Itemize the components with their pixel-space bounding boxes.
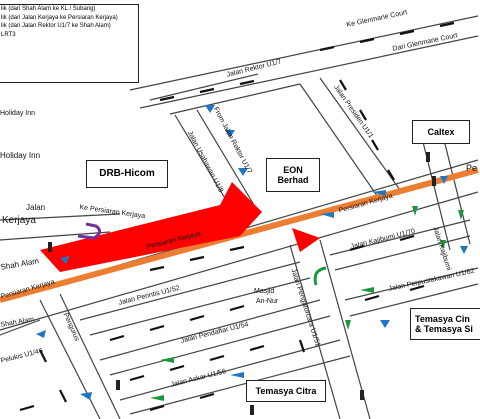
legend-item: lik (dari Shah Alam ke KL / Subang) — [1, 6, 96, 12]
road-label-pe: Pe — [466, 163, 478, 173]
building-eon-line1: EON — [283, 164, 303, 175]
legend-item: lik (dari Jalan Rektor U1/7 ke Shah Alam… — [1, 23, 111, 29]
building-eon-line2: Berhad — [277, 175, 309, 185]
legend-item: lik (dari Jalan Kerjaya ke Persiaran Ker… — [1, 14, 118, 21]
building-temasya-cinema-line2: & Temasya Si — [415, 324, 473, 334]
purple-uturn-arrow — [77, 222, 101, 240]
legend-item: LRT3 — [1, 31, 16, 38]
blue-arrows — [36, 105, 468, 400]
building-temasya-citra: Temasya Citra — [246, 380, 326, 402]
building-eon: EON Berhad — [266, 158, 320, 192]
label-masjid-line1: Masjid — [254, 288, 275, 295]
red-arrow-right — [292, 228, 320, 252]
building-temasya-cinema-line1: Temasya Cin — [415, 313, 470, 324]
road-label-holiday-inn-2: Holiday Inn — [0, 151, 41, 160]
legend: lik (dari Shah Alam ke KL / Subang) lik … — [0, 4, 139, 83]
red-closure-area — [40, 182, 262, 272]
building-caltex: Caltex — [412, 120, 470, 144]
building-temasya-cinema: Temasya Cin & Temasya Si — [410, 308, 480, 340]
road-label-kerjaya: Kerjaya — [2, 215, 36, 226]
road-label-holiday-inn: Holiday Inn — [0, 110, 36, 117]
road-edges — [0, 15, 479, 419]
label-masjid-line2: An-Nur — [256, 298, 279, 305]
road-label-jalan: Jalan — [26, 203, 46, 212]
building-drb-hicom: DRB-Hicom — [86, 160, 168, 188]
traffic-lights — [48, 152, 436, 415]
green-uturn-arrow — [313, 266, 327, 286]
green-arrows — [150, 206, 464, 401]
